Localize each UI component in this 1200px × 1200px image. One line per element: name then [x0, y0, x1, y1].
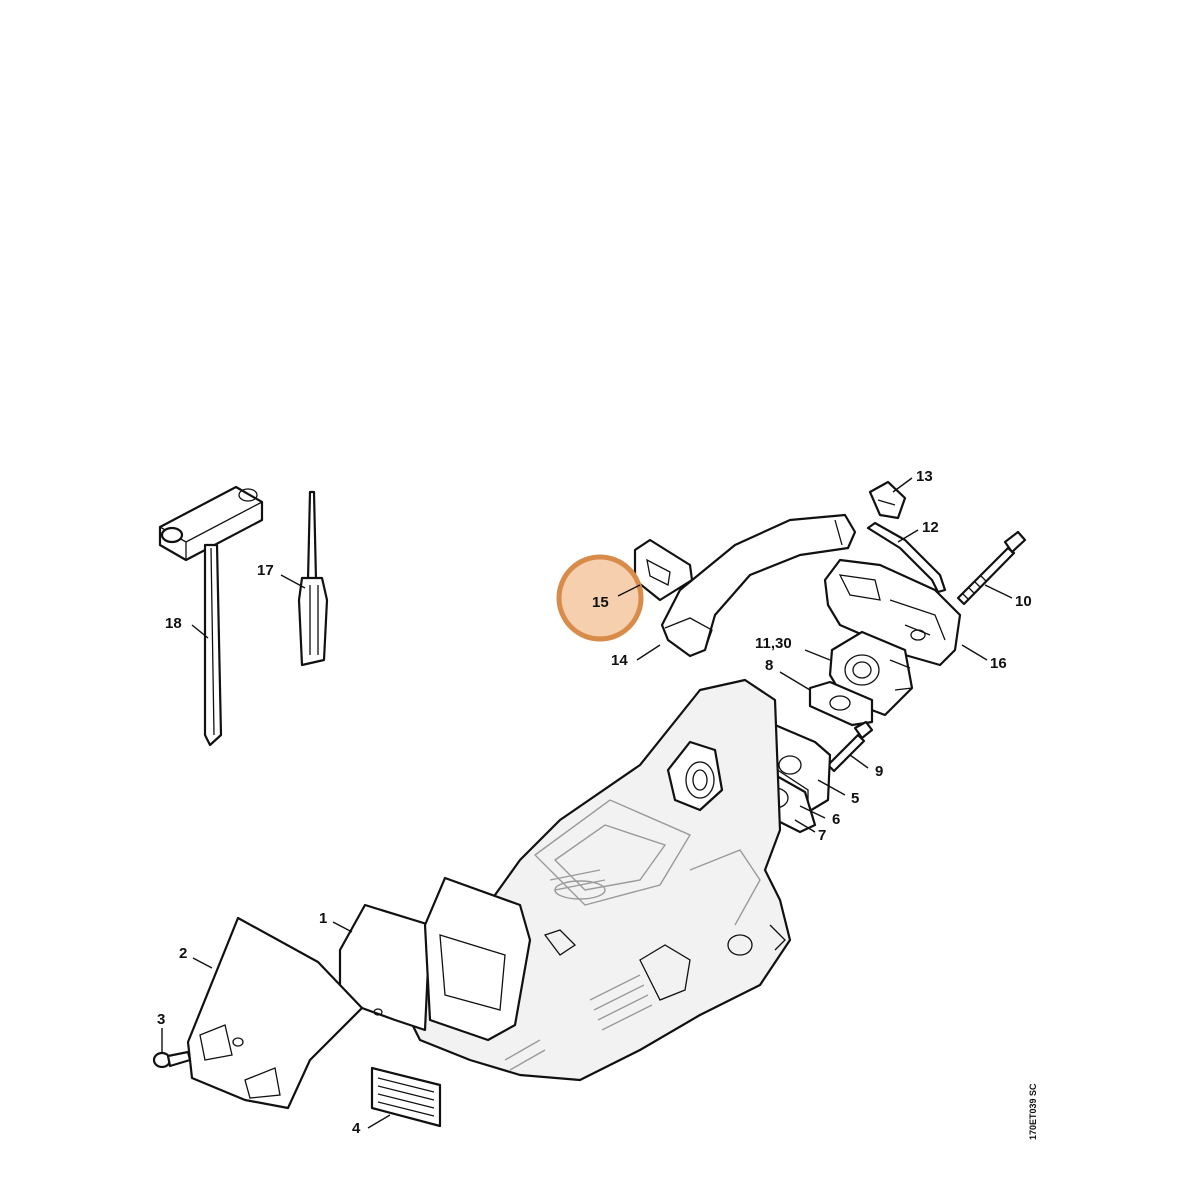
part-3-screw[interactable]	[152, 1050, 192, 1069]
part-16-filter-housing[interactable]	[823, 558, 962, 667]
part-10-screw[interactable]	[956, 530, 1027, 606]
part-18-combination-wrench[interactable]	[158, 485, 264, 747]
part-4-grille[interactable]	[370, 1066, 442, 1128]
part-14-intake-manifold[interactable]	[660, 513, 857, 658]
callout-1[interactable]: 1	[319, 910, 327, 927]
part-1-frame-cover[interactable]	[338, 876, 532, 1042]
callout-6[interactable]: 6	[832, 811, 840, 828]
callout-13[interactable]: 13	[916, 468, 933, 485]
callout-9[interactable]: 9	[875, 763, 883, 780]
callout-17[interactable]: 17	[257, 562, 274, 579]
callout-18[interactable]: 18	[165, 615, 182, 632]
callout-14[interactable]: 14	[611, 652, 628, 669]
callout-5[interactable]: 5	[851, 790, 859, 807]
callout-10[interactable]: 10	[1015, 593, 1032, 610]
callout-15-highlight	[556, 554, 644, 642]
part-17-screwdriver[interactable]	[297, 490, 329, 667]
callout-3[interactable]: 3	[157, 1011, 165, 1028]
callout-11-30[interactable]: 11,30	[755, 635, 792, 652]
part-9-screw[interactable]	[826, 720, 874, 773]
part-8-gasket[interactable]	[808, 680, 874, 727]
part-12-throttle-rod[interactable]	[866, 521, 947, 594]
callout-8[interactable]: 8	[765, 657, 773, 674]
callout-16[interactable]: 16	[990, 655, 1007, 672]
drawing-reference: 170ET039 SC	[1028, 1083, 1038, 1140]
callout-12[interactable]: 12	[922, 519, 939, 536]
part-2-shroud[interactable]	[186, 916, 364, 1110]
callout-labels: 1 2 3 4 5 6 7 8 9 10 11,30 12 13 14 15 1…	[157, 468, 1032, 1137]
callout-4[interactable]: 4	[352, 1120, 361, 1137]
callout-7[interactable]: 7	[818, 827, 826, 844]
callout-2[interactable]: 2	[179, 945, 187, 962]
callout-15[interactable]: 15	[592, 594, 609, 611]
leader-lines	[161, 477, 1013, 1129]
part-13-clip[interactable]	[868, 480, 907, 520]
